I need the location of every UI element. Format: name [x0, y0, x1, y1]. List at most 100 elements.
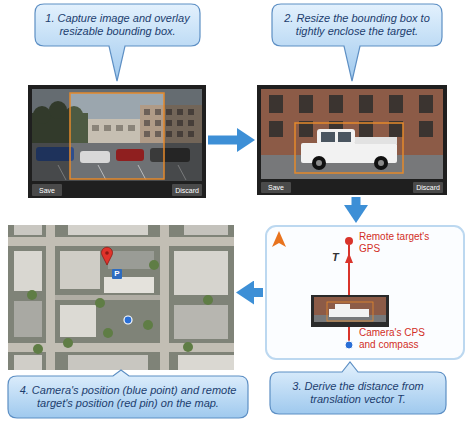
window	[269, 121, 283, 137]
building-roof	[14, 225, 42, 235]
camera-point	[124, 316, 132, 324]
mini-truck-cab	[335, 304, 350, 310]
building-roof	[60, 305, 96, 337]
tree	[33, 344, 43, 354]
building-roof	[174, 251, 228, 295]
car	[116, 149, 144, 161]
window	[269, 95, 283, 113]
flow-arrow	[352, 197, 361, 205]
text-holder: Discard	[413, 182, 443, 193]
truck-bed	[355, 137, 397, 144]
distance-panel: Remote target's GPSTCamera's CPS and com…	[265, 225, 465, 360]
flow-arrow	[254, 288, 263, 297]
callout-text: 2. Resize the bounding box to tightly en…	[281, 12, 433, 38]
translation-arrow	[345, 253, 353, 263]
text-holder: 1. Capture image and overlay resizable b…	[44, 12, 191, 38]
satellite-map: P	[8, 225, 234, 370]
window	[116, 125, 123, 131]
building-roof	[184, 225, 228, 235]
mini-screenshot	[311, 295, 389, 327]
window	[144, 131, 150, 137]
tree	[63, 338, 73, 348]
building-roof	[68, 225, 148, 235]
road	[55, 295, 160, 300]
mini-bounding-box	[327, 302, 373, 321]
truck-cab	[317, 129, 355, 145]
tree	[149, 260, 159, 270]
wheel	[312, 156, 326, 170]
tree	[203, 295, 213, 305]
window	[389, 95, 403, 113]
road	[8, 237, 234, 246]
car	[80, 151, 110, 163]
camera-screenshot: Save Discard	[28, 85, 206, 198]
building-roof	[68, 355, 148, 370]
parking-sign	[112, 269, 122, 279]
tree	[95, 298, 105, 308]
window	[128, 125, 135, 131]
road	[46, 225, 55, 370]
text-holder: T	[332, 251, 342, 264]
building-roof	[174, 305, 228, 339]
road	[160, 225, 169, 370]
window	[155, 131, 161, 137]
map-sign: P	[114, 269, 119, 279]
annotation-text: T	[332, 251, 342, 264]
text-holder: Discard	[172, 184, 202, 196]
lot-marking	[138, 165, 146, 180]
mini-truck	[329, 309, 369, 317]
building-roof	[104, 277, 154, 293]
button	[413, 182, 443, 193]
device-frame	[28, 85, 206, 198]
compass-icon	[272, 231, 286, 247]
tree	[103, 328, 113, 338]
text-holder: 4. Camera's position (blue point) and re…	[17, 384, 239, 410]
window	[419, 121, 433, 137]
truck-window	[338, 132, 351, 142]
parking-area	[108, 251, 154, 269]
step-callout: 1. Capture image and overlay resizable b…	[35, 4, 200, 46]
pin-dot	[105, 251, 109, 255]
building	[88, 119, 142, 145]
truck-window	[321, 132, 335, 142]
callout-text: 3. Derive the distance from translation …	[279, 380, 437, 406]
window	[329, 95, 343, 113]
window	[359, 95, 373, 113]
callout-text: 1. Capture image and overlay resizable b…	[44, 12, 191, 38]
target-pin	[101, 247, 112, 265]
tree	[183, 342, 193, 352]
window	[299, 95, 313, 113]
window	[104, 125, 111, 131]
building-roof	[178, 355, 234, 370]
text-holder: Save	[32, 184, 62, 196]
button-label: Discard	[416, 183, 440, 192]
button-label: Discard	[175, 186, 199, 195]
callout-bubble	[35, 4, 200, 81]
bounding-box	[295, 123, 403, 173]
wheel	[374, 156, 388, 170]
text-holder: 3. Derive the distance from translation …	[279, 380, 437, 406]
button	[172, 184, 202, 196]
hub	[316, 160, 322, 166]
button	[261, 182, 291, 193]
device-frame	[257, 85, 447, 195]
hub	[378, 160, 384, 166]
annotation-text: Remote target's GPS	[359, 231, 441, 255]
camera-screenshot-picture	[257, 85, 447, 195]
button-label: Save	[39, 186, 55, 195]
callout-bubble	[270, 362, 446, 414]
window	[155, 109, 161, 115]
window	[144, 109, 150, 115]
step-callout: 3. Derive the distance from translation …	[270, 372, 446, 414]
dim-overlay	[32, 89, 202, 181]
text-holder: P	[112, 269, 122, 279]
camera-screenshot-picture	[28, 85, 206, 198]
callout-bubble	[272, 4, 442, 81]
button	[32, 184, 62, 196]
tree	[143, 320, 153, 330]
callout-text: 4. Camera's position (blue point) and re…	[17, 384, 239, 410]
map-ground	[8, 225, 234, 370]
bounding-box	[70, 93, 164, 179]
